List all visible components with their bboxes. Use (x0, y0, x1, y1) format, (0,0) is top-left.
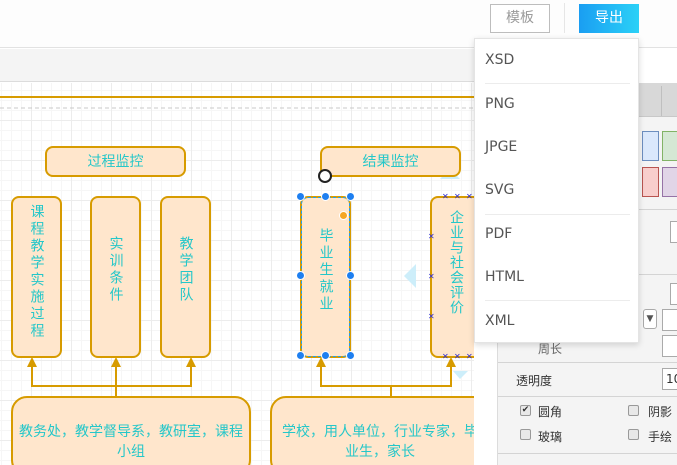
result-monitor-node[interactable]: 结果监控 (320, 146, 461, 177)
style-swatch-red[interactable] (642, 167, 659, 197)
connection-point-icon[interactable]: ✕ (466, 192, 473, 201)
glass-checkbox[interactable] (520, 429, 531, 440)
panel-divider (498, 396, 677, 397)
course-teaching-node[interactable]: 课程教学实施过程 (11, 196, 62, 358)
topbar-divider (564, 3, 565, 33)
resize-handle[interactable] (346, 192, 355, 201)
export-png[interactable]: PNG (485, 96, 515, 112)
left-stakeholders-node[interactable]: 教务处，教学督导系，教研室，课程小组 (11, 396, 251, 465)
teaching-team-node[interactable]: 教学团队 (160, 196, 211, 358)
connection-point-icon[interactable]: ✕ (442, 352, 449, 361)
arrowhead (186, 357, 196, 367)
right-stakeholders-node[interactable]: 学校，用人单位，行业专家，毕业生，家长 (270, 396, 474, 465)
menu-separator (485, 83, 630, 84)
arrowhead (446, 357, 456, 367)
rotate-handle-icon[interactable] (318, 169, 332, 183)
arrowhead (316, 357, 326, 367)
connection-point-icon[interactable]: ✕ (442, 192, 449, 201)
resize-handle[interactable] (296, 192, 305, 201)
opacity-input[interactable]: 10 (662, 368, 677, 390)
menu-separator (485, 300, 630, 301)
arrowhead (27, 357, 37, 367)
opacity-label: 透明度 (516, 374, 553, 388)
diagram-canvas[interactable]: 过程监控 结果监控 课程教学实施过程 实训条件 教学团队 毕业生就业 企业与社会… (0, 83, 474, 465)
line-toggle[interactable] (670, 283, 677, 305)
resize-handle[interactable] (346, 271, 355, 280)
export-button[interactable]: 导出 (579, 4, 639, 33)
vertical-label: 实训条件 (107, 236, 124, 304)
rounded-checkbox[interactable]: ✔ (520, 405, 531, 416)
panel-divider (498, 362, 677, 363)
vertical-label: 课程教学实施过程 (28, 204, 45, 340)
arrowhead (111, 357, 121, 367)
sketch-checkbox[interactable] (628, 429, 639, 440)
export-xml[interactable]: XML (485, 313, 515, 329)
connection-point-icon[interactable]: ✕ (428, 232, 435, 241)
perimeter-label: 周长 (538, 342, 563, 356)
connector-right-2 (391, 365, 452, 387)
export-html[interactable]: HTML (485, 269, 524, 285)
vertical-label: 教学团队 (177, 236, 194, 304)
vertical-label: 企业与社会评价 (448, 210, 464, 315)
export-jpge[interactable]: JPGE (485, 139, 518, 155)
resize-handle[interactable] (296, 351, 305, 360)
connector-left-3 (116, 365, 192, 387)
training-conditions-node[interactable]: 实训条件 (90, 196, 141, 358)
secondary-toolbar (0, 49, 474, 82)
connection-point-icon[interactable]: ✕ (454, 352, 461, 361)
rounding-handle[interactable] (339, 211, 348, 220)
export-svg[interactable]: SVG (485, 182, 515, 198)
hover-arrow-down-icon[interactable] (453, 371, 468, 379)
resize-handle[interactable] (321, 351, 330, 360)
shadow-checkbox[interactable] (628, 405, 639, 416)
enterprise-evaluation-node[interactable]: 企业与社会评价 (430, 196, 474, 358)
tab-divider (661, 86, 662, 116)
resize-handle[interactable] (346, 351, 355, 360)
hover-arrow-left-icon[interactable] (404, 264, 416, 288)
process-monitor-node[interactable]: 过程监控 (45, 146, 186, 177)
connection-point-icon[interactable]: ✕ (428, 272, 435, 281)
style-swatch-blue[interactable] (642, 131, 659, 161)
style-swatch-green[interactable] (662, 131, 677, 161)
export-menu: XSD PNG JPGE SVG PDF HTML XML (474, 38, 639, 343)
graduate-employment-node[interactable]: 毕业生就业 (300, 196, 351, 358)
shadow-label: 阴影 (648, 405, 673, 419)
connection-point-icon[interactable]: ✕ (428, 312, 435, 321)
connection-point-icon[interactable]: ✕ (454, 192, 461, 201)
line-width-input[interactable] (662, 309, 677, 331)
menu-separator (485, 214, 630, 215)
export-pdf[interactable]: PDF (485, 226, 513, 242)
panel-divider (498, 453, 677, 454)
export-xsd[interactable]: XSD (485, 52, 515, 68)
fill-toggle[interactable] (670, 221, 677, 243)
connector-left-1 (31, 365, 117, 396)
template-button[interactable]: 模板 (490, 4, 550, 33)
vertical-label: 毕业生就业 (317, 228, 334, 313)
sketch-label: 手绘 (648, 430, 673, 444)
rounded-label: 圆角 (538, 405, 563, 419)
resize-handle[interactable] (296, 271, 305, 280)
style-swatch-purple[interactable] (662, 167, 677, 197)
top-bar: 模板 导出 (0, 0, 677, 48)
connector-right-1 (320, 365, 392, 396)
perimeter-input[interactable] (662, 335, 677, 357)
glass-label: 玻璃 (538, 430, 563, 444)
line-style-dropdown[interactable]: ▼ (643, 309, 657, 329)
connection-point-icon[interactable]: ✕ (466, 352, 473, 361)
resize-handle[interactable] (321, 192, 330, 201)
